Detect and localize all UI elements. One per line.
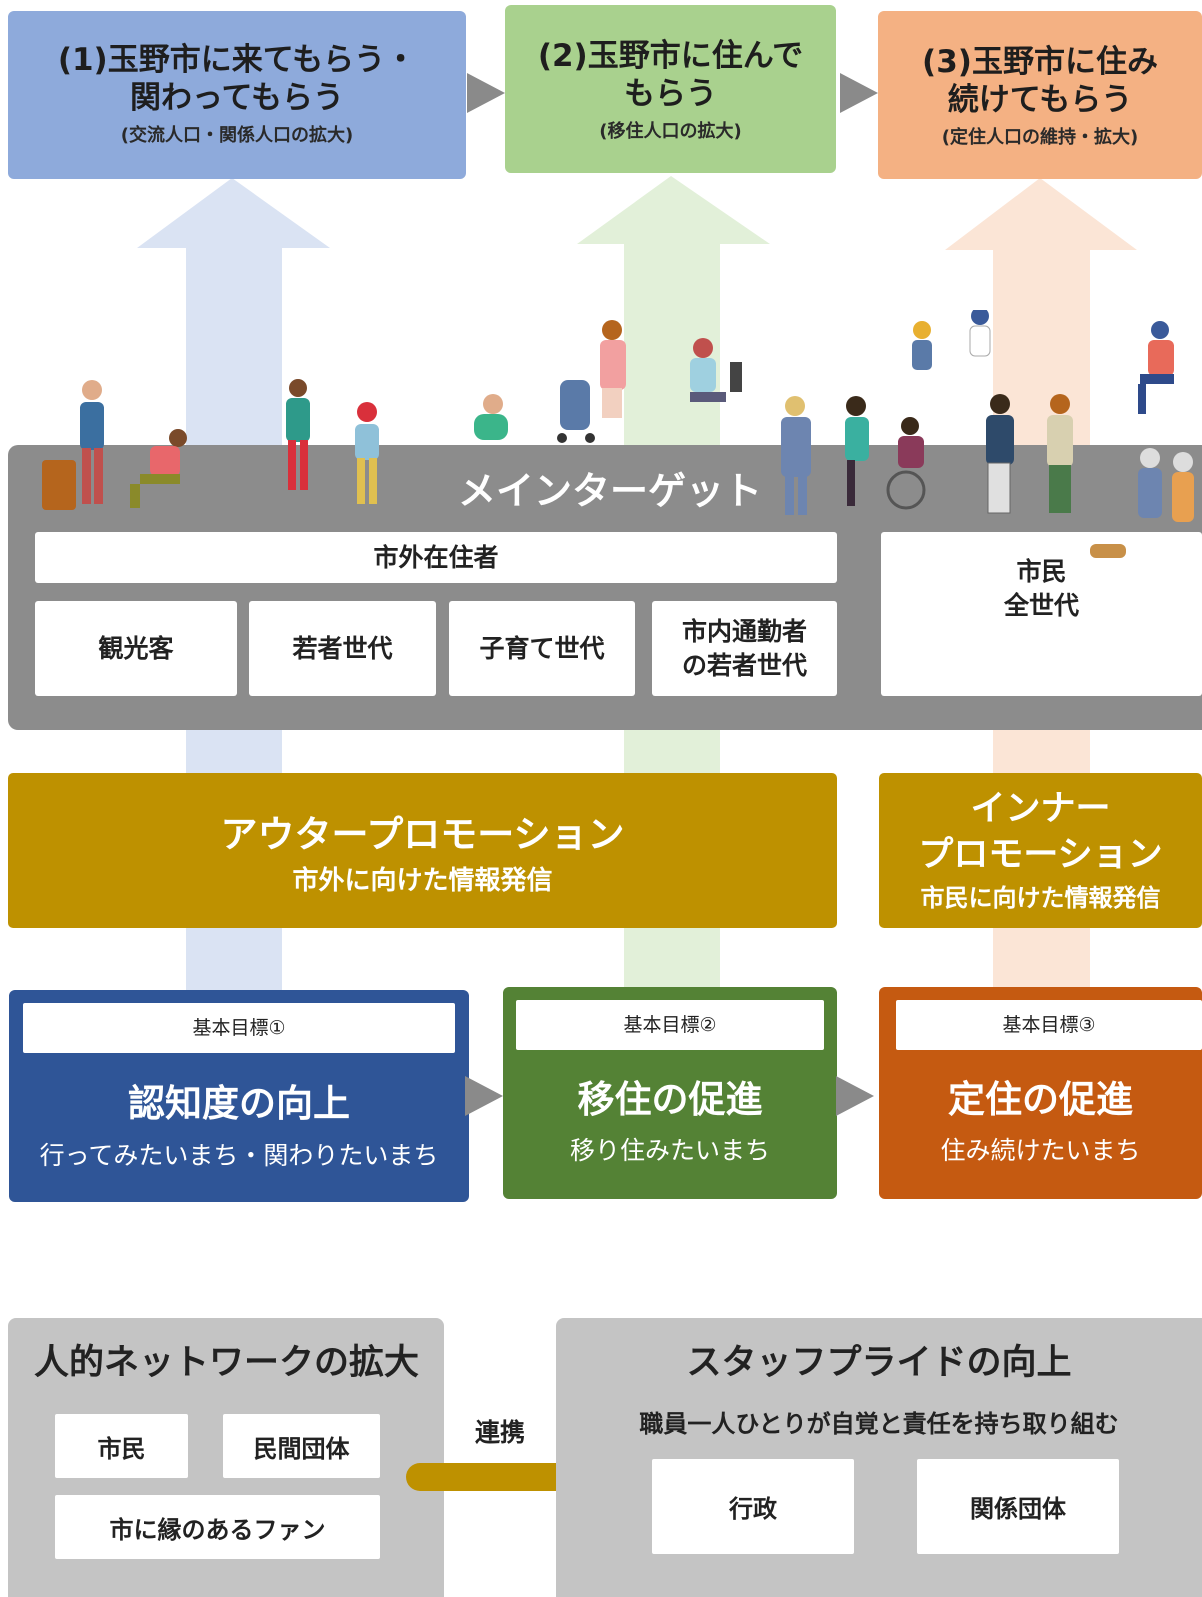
- objective-box-2: 基本目標② 移住の促進 移り住みたいまち: [503, 987, 837, 1199]
- target-tourists: 観光客: [35, 601, 237, 696]
- staff-pride-subtitle: 職員一人ひとりが自覚と責任を持ち取り組む: [639, 1410, 1119, 1438]
- staff-administration: 行政: [652, 1459, 854, 1554]
- goal-1-title: (1)玉野市に来てもらう・ 関わってもらう: [57, 42, 417, 116]
- main-target-title: メインターゲット: [457, 469, 762, 513]
- photographer-figure: [130, 429, 187, 508]
- goal-box-1: (1)玉野市に来てもらう・ 関わってもらう (交流人口・関係人口の拡大): [8, 11, 466, 179]
- goal-1-subtitle: (交流人口・関係人口の拡大): [120, 125, 354, 146]
- objective-arrow-1: [465, 1076, 503, 1116]
- staff-related-organizations: 関係団体: [917, 1459, 1119, 1554]
- outer-promotion-box: アウタープロモーション 市外に向けた情報発信: [8, 773, 837, 928]
- goal-box-2: (2)玉野市に住んで もらう (移住人口の拡大): [505, 5, 836, 173]
- objective-2-tag: 基本目標②: [516, 1000, 824, 1050]
- network-city-fans: 市に縁のあるファン: [55, 1495, 380, 1559]
- goal-arrow-1: [467, 73, 505, 113]
- network-citizens: 市民: [55, 1414, 188, 1478]
- laptop-woman-figure: [690, 338, 742, 402]
- people-illustrations: [42, 310, 1194, 558]
- target-commuting-young-generation: 市内通勤者 の若者世代: [652, 601, 837, 696]
- outside-residents-header: 市外在住者: [35, 532, 837, 583]
- inner-promotion-subtitle: 市民に向けた情報発信: [920, 884, 1161, 912]
- inner-promotion-title: インナー プロモーション: [918, 789, 1163, 875]
- objective-1-tag: 基本目標①: [23, 1003, 455, 1053]
- objective-1-title: 認知度の向上: [128, 1082, 350, 1125]
- tablet-man-figure: [1138, 321, 1174, 414]
- young-woman-figure: [355, 402, 379, 504]
- inner-promotion-box: インナー プロモーション 市民に向けた情報発信: [879, 773, 1202, 928]
- traveler-figure: [42, 380, 104, 510]
- outer-promotion-subtitle: 市外に向けた情報発信: [292, 866, 553, 896]
- goal-3-subtitle: (定住人口の維持・拡大): [941, 127, 1139, 148]
- target-citizens-all-generations: 市民 全世代: [881, 532, 1202, 696]
- link-label: 連携: [474, 1418, 525, 1447]
- walking-couple-figure: [986, 394, 1073, 514]
- objective-1-description: 行ってみたいまち・関わりたいまち: [39, 1141, 439, 1170]
- businessman-figure: [781, 396, 811, 515]
- network-private-organizations: 民間団体: [223, 1414, 380, 1478]
- objective-box-1: 基本目標① 認知度の向上 行ってみたいまち・関わりたいまち: [9, 990, 469, 1202]
- objective-3-description: 住み続けたいまち: [940, 1136, 1141, 1165]
- goal-2-subtitle: (移住人口の拡大): [599, 121, 742, 142]
- goal-arrow-2: [840, 73, 878, 113]
- goal-3-title: (3)玉野市に住み 続けてもらう: [922, 44, 1158, 118]
- objective-3-title: 定住の促進: [948, 1078, 1133, 1121]
- objective-2-title: 移住の促進: [577, 1078, 763, 1121]
- young-man-figure: [286, 379, 310, 490]
- baby-figure: [474, 394, 508, 440]
- stroller-woman-figure: [557, 320, 626, 443]
- objective-arrow-2: [836, 1076, 874, 1116]
- elderly-couple-figure: [1090, 448, 1194, 558]
- target-child-rearing-generation: 子育て世代: [449, 601, 635, 696]
- target-young-generation: 若者世代: [249, 601, 436, 696]
- goal-2-title: (2)玉野市に住んで もらう: [537, 38, 804, 112]
- objective-3-tag: 基本目標③: [896, 1000, 1202, 1050]
- outer-promotion-title: アウタープロモーション: [220, 813, 625, 856]
- objective-2-description: 移り住みたいまち: [569, 1136, 770, 1165]
- human-network-title: 人的ネットワークの拡大: [34, 1343, 420, 1383]
- children-figures: [912, 310, 991, 370]
- goal-box-3: (3)玉野市に住み 続けてもらう (定住人口の維持・拡大): [878, 11, 1202, 179]
- objective-box-3: 基本目標③ 定住の促進 住み続けたいまち: [879, 987, 1202, 1199]
- caregiver-wheelchair-figure: [845, 396, 926, 510]
- staff-pride-title: スタッフプライドの向上: [686, 1343, 1072, 1383]
